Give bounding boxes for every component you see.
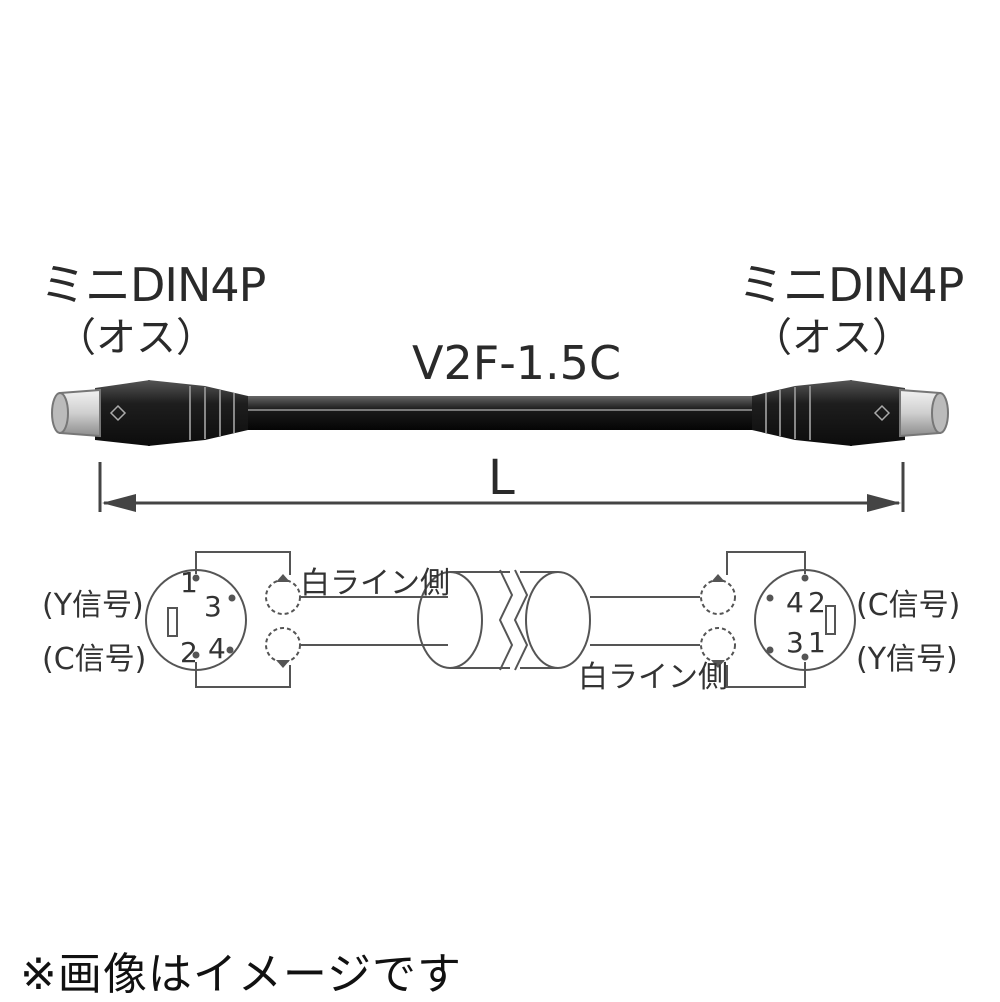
length-label: L (488, 450, 515, 506)
left-pin-2: 2 (180, 636, 198, 669)
left-white-line-label: 白ライン側 (300, 566, 450, 601)
left-pin-1: 1 (180, 566, 198, 599)
wiring-schematic (145, 551, 856, 688)
left-pin-4: 4 (208, 632, 226, 665)
right-pin-2: 2 (808, 586, 826, 619)
left-pin-3: 3 (204, 590, 222, 623)
right-signal-c: (C信号) (856, 588, 961, 623)
left-signal-c: (C信号) (42, 642, 147, 677)
length-dimension (98, 462, 905, 512)
left-connector-gender: （オス） (56, 315, 216, 361)
cable-body (240, 396, 760, 430)
right-connector-type: ミニDIN4P (738, 258, 964, 312)
right-pin-1: 1 (808, 626, 826, 659)
right-pin-4: 4 (786, 586, 804, 619)
right-connector (752, 380, 949, 446)
right-signal-y: (Y信号) (856, 642, 958, 677)
left-connector-type: ミニDIN4P (40, 258, 266, 312)
left-connector (51, 380, 248, 446)
right-white-line-label: 白ライン側 (578, 660, 728, 695)
image-note: ※画像はイメージです (20, 949, 462, 1000)
right-pin-3: 3 (786, 626, 804, 659)
right-connector-gender: （オス） (752, 315, 912, 361)
cable-model: V2F-1.5C (412, 336, 622, 390)
left-signal-y: (Y信号) (42, 588, 144, 623)
